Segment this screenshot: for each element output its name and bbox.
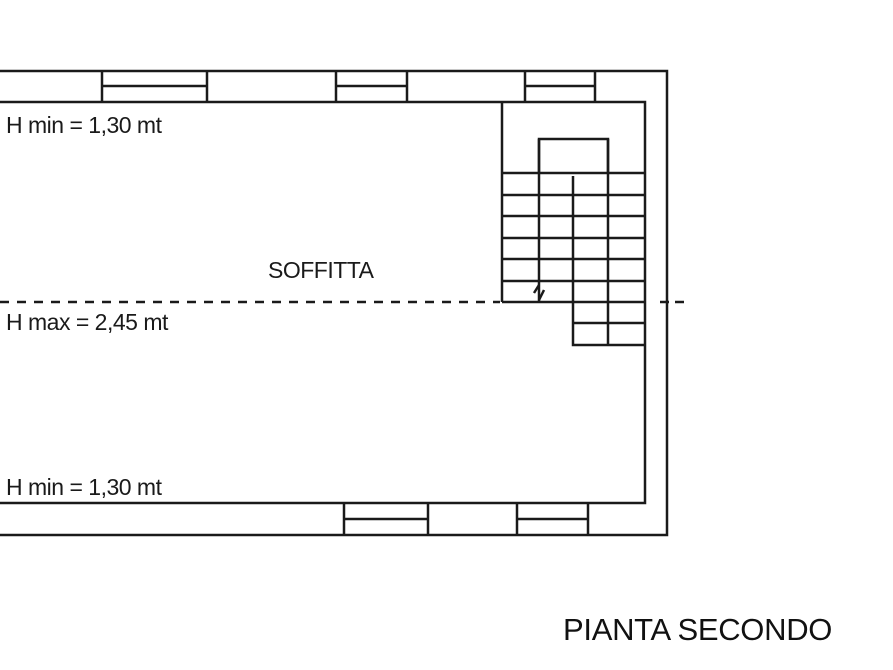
staircase <box>500 102 645 347</box>
window-top-1 <box>100 71 209 102</box>
room-label: SOFFITTA <box>268 257 374 283</box>
window-bottom-2 <box>515 503 590 535</box>
height-label-middle: H max = 2,45 mt <box>6 309 168 335</box>
drawing-title: PIANTA SECONDO <box>563 612 833 647</box>
height-label-bottom: H min = 1,30 mt <box>6 474 162 500</box>
height-label-top: H min = 1,30 mt <box>6 112 162 138</box>
window-bottom-1 <box>342 503 430 535</box>
window-top-3 <box>523 71 597 102</box>
window-top-2 <box>334 71 409 102</box>
